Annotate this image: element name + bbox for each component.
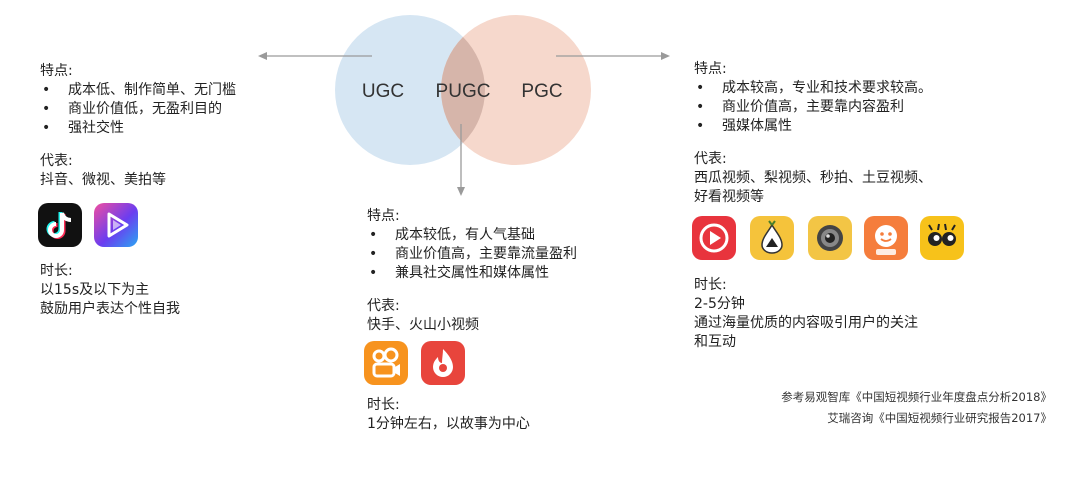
sources: 参考易观智库《中国短视频行业年度盘点分析2018》 艾瑞咨询《中国短视频行业研究… bbox=[781, 390, 1052, 426]
arrow-down bbox=[457, 124, 465, 196]
tudou-icon bbox=[864, 216, 908, 260]
list-item: 强社交性 bbox=[40, 119, 236, 138]
source-line: 参考易观智库《中国短视频行业年度盘点分析2018》 bbox=[781, 390, 1052, 404]
source-line: 艾瑞咨询《中国短视频行业研究报告2017》 bbox=[827, 411, 1052, 425]
arrow-right bbox=[556, 52, 670, 60]
list-item: 商业价值高，主要靠内容盈利 bbox=[694, 98, 932, 117]
pgc-duration-line: 和互动 bbox=[694, 334, 736, 350]
ugc-label: UGC bbox=[362, 81, 404, 102]
pgc-reps-line: 西瓜视频、梨视频、秒拍、土豆视频、 bbox=[694, 170, 932, 186]
ugc-features: 成本低、制作简单、无门槛 商业价值低，无盈利目的 强社交性 bbox=[40, 81, 236, 138]
pgc-reps-title: 代表: bbox=[694, 151, 727, 167]
list-item: 强媒体属性 bbox=[694, 117, 932, 136]
pgc-circle bbox=[441, 15, 591, 165]
pugc-label: PUGC bbox=[436, 81, 491, 102]
pugc-duration-line: 1分钟左右，以故事为中心 bbox=[367, 416, 530, 432]
haokan-icon bbox=[920, 216, 964, 260]
pgc-section: 特点: 成本较高，专业和技术要求较高。 商业价值高，主要靠内容盈利 强媒体属性 … bbox=[694, 60, 932, 207]
kuaishou-icon bbox=[364, 341, 408, 385]
huoshan-icon bbox=[421, 341, 465, 385]
arrow-left bbox=[258, 52, 372, 60]
weishi-icon bbox=[94, 203, 138, 247]
list-item: 商业价值低，无盈利目的 bbox=[40, 100, 236, 119]
pugc-features-title: 特点: bbox=[367, 208, 400, 224]
pgc-label: PGC bbox=[521, 81, 562, 102]
ugc-section: 特点: 成本低、制作简单、无门槛 商业价值低，无盈利目的 强社交性 代表: 抖音… bbox=[40, 62, 236, 190]
ugc-reps-title: 代表: bbox=[40, 153, 73, 169]
pgc-duration-line: 2-5分钟 bbox=[694, 296, 745, 312]
xigua-icon bbox=[692, 216, 736, 260]
ugc-duration: 时长: 以15s及以下为主 鼓励用户表达个性自我 bbox=[40, 262, 180, 319]
pgc-reps-line: 好看视频等 bbox=[694, 189, 764, 205]
pgc-features: 成本较高，专业和技术要求较高。 商业价值高，主要靠内容盈利 强媒体属性 bbox=[694, 79, 932, 136]
list-item: 商业价值高，主要靠流量盈利 bbox=[367, 245, 577, 264]
miaopai-icon bbox=[808, 216, 852, 260]
ugc-reps: 抖音、微视、美拍等 bbox=[40, 172, 166, 188]
pugc-reps: 快手、火山小视频 bbox=[367, 317, 479, 333]
pgc-duration-title: 时长: bbox=[694, 277, 727, 293]
pugc-duration-title: 时长: bbox=[367, 397, 400, 413]
pugc-reps-title: 代表: bbox=[367, 298, 400, 314]
ugc-circle bbox=[335, 15, 485, 165]
pugc-features: 成本较低，有人气基础 商业价值高，主要靠流量盈利 兼具社交属性和媒体属性 bbox=[367, 226, 577, 283]
pgc-duration: 时长: 2-5分钟 通过海量优质的内容吸引用户的关注 和互动 bbox=[694, 276, 918, 352]
ugc-features-title: 特点: bbox=[40, 63, 73, 79]
pugc-duration: 时长: 1分钟左右，以故事为中心 bbox=[367, 396, 530, 434]
list-item: 成本低、制作简单、无门槛 bbox=[40, 81, 236, 100]
list-item: 成本较低，有人气基础 bbox=[367, 226, 577, 245]
pgc-duration-line: 通过海量优质的内容吸引用户的关注 bbox=[694, 315, 918, 331]
tiktok-icon bbox=[38, 203, 82, 247]
ugc-duration-line: 鼓励用户表达个性自我 bbox=[40, 301, 180, 317]
li-video-icon bbox=[750, 216, 794, 260]
pugc-section: 特点: 成本较低，有人气基础 商业价值高，主要靠流量盈利 兼具社交属性和媒体属性… bbox=[367, 207, 577, 335]
list-item: 成本较高，专业和技术要求较高。 bbox=[694, 79, 932, 98]
pgc-features-title: 特点: bbox=[694, 61, 727, 77]
ugc-duration-title: 时长: bbox=[40, 263, 73, 279]
ugc-duration-line: 以15s及以下为主 bbox=[40, 282, 150, 298]
list-item: 兼具社交属性和媒体属性 bbox=[367, 264, 577, 283]
